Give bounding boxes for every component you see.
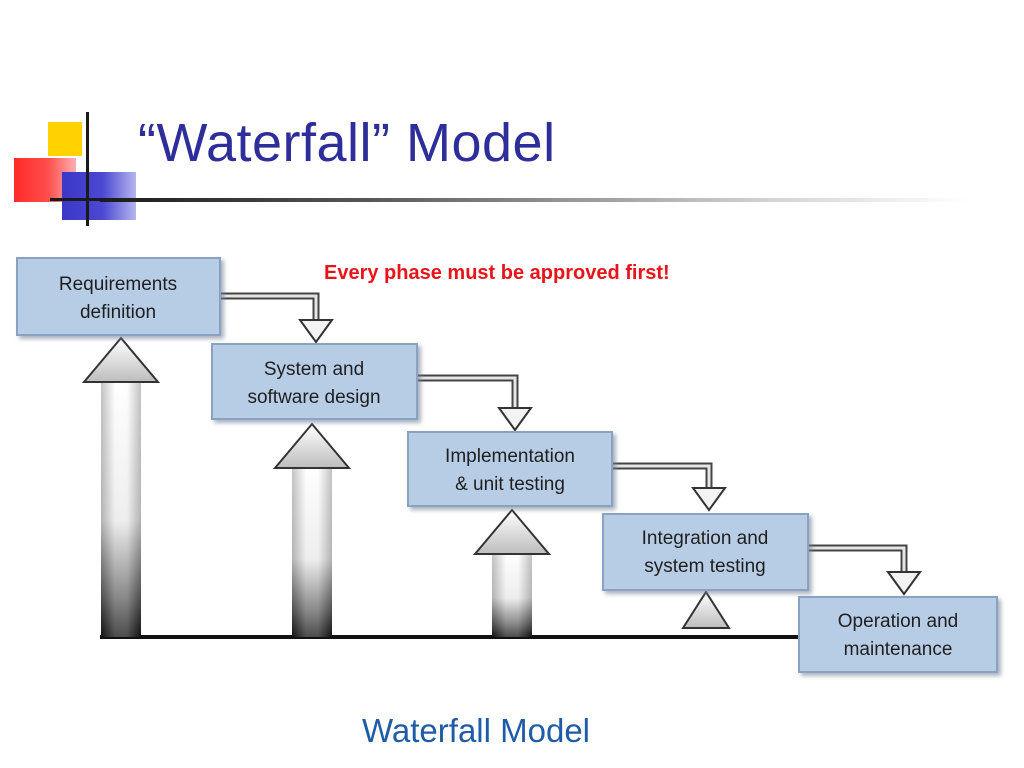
logo-horizontal-line bbox=[50, 198, 100, 201]
connector-arrow-3 bbox=[612, 462, 727, 512]
phase-label-line2: & unit testing bbox=[455, 474, 565, 495]
phase-box-operation: Operation and maintenance bbox=[798, 596, 998, 673]
connector-arrow-1 bbox=[220, 292, 334, 344]
slide-title: “Waterfall” Model bbox=[138, 113, 556, 173]
phase-box-integration: Integration and system testing bbox=[602, 513, 809, 591]
connector-arrow-4 bbox=[808, 544, 922, 596]
slide-logo bbox=[0, 0, 160, 240]
logo-yellow-square bbox=[48, 122, 82, 156]
diagram-caption: Waterfall Model bbox=[362, 712, 590, 749]
phase-label-line2: software design bbox=[247, 387, 380, 408]
phase-box-design: System and software design bbox=[211, 343, 418, 420]
phase-box-requirements: Requirements definition bbox=[16, 257, 221, 336]
phase-label-line1: Integration and bbox=[642, 528, 769, 549]
phase-label-line1: Requirements bbox=[59, 274, 177, 295]
phase-box-implementation: Implementation & unit testing bbox=[407, 431, 613, 507]
phase-label-line1: Implementation bbox=[445, 446, 575, 467]
title-underline bbox=[100, 198, 970, 202]
phase-label-line2: definition bbox=[80, 302, 156, 323]
phase-label-line1: System and bbox=[264, 359, 364, 380]
phase-label-line2: maintenance bbox=[844, 639, 953, 660]
feedback-arrow-1 bbox=[81, 336, 161, 637]
feedback-arrow-4 bbox=[681, 590, 731, 629]
logo-vertical-line bbox=[86, 112, 89, 226]
phase-label-line2: system testing bbox=[644, 556, 765, 577]
logo-blue-square bbox=[62, 172, 136, 220]
phase-label-line1: Operation and bbox=[838, 611, 958, 632]
feedback-arrow-2 bbox=[272, 422, 352, 637]
feedback-arrow-3 bbox=[472, 508, 552, 637]
connector-arrow-2 bbox=[417, 374, 533, 432]
approval-note: Every phase must be approved first! bbox=[324, 262, 670, 284]
